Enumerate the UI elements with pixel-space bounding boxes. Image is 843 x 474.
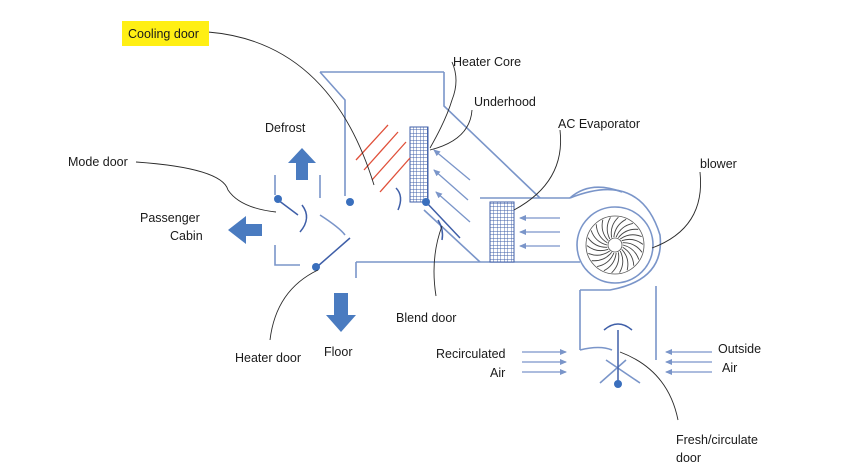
passenger-arrow (228, 216, 262, 244)
passenger-label-line2: Cabin (170, 229, 203, 243)
underhood-label: Underhood (474, 95, 536, 109)
fan-blade (591, 251, 613, 262)
doors (277, 187, 633, 384)
cooling-door-label: Cooling door (128, 27, 199, 41)
fan-blade (615, 223, 633, 238)
fan-blade (619, 234, 642, 240)
outside-label-line1: Outside (718, 342, 761, 356)
fan-blade (586, 245, 609, 252)
defrost-arrow (288, 148, 316, 180)
fan-blade (603, 252, 617, 272)
fresh-label-line2: door (676, 451, 701, 465)
floor-label: Floor (324, 345, 352, 359)
heater-door (317, 237, 351, 267)
mode-door-label: Mode door (68, 155, 128, 169)
fan-blade (621, 249, 629, 271)
fan-blade (611, 252, 620, 274)
mode-door (277, 199, 299, 216)
recirculated-label-line1: Recirculated (436, 347, 506, 361)
fan-blade (590, 230, 608, 246)
floor-arrow (326, 293, 356, 332)
blend-door-label: Blend door (396, 311, 456, 325)
fan-blade (610, 216, 619, 238)
leader-lines (135, 31, 702, 421)
cooling-door-highlight (122, 21, 209, 46)
heater-core (409, 126, 429, 203)
heater-core-label: Heater Core (453, 55, 521, 69)
defrost-label: Defrost (265, 121, 306, 135)
airflow-arrows (433, 149, 712, 375)
fan-blade (622, 242, 643, 253)
fan-blade (613, 218, 627, 238)
fan-blade (622, 246, 635, 266)
fan-blade (601, 219, 609, 241)
block-arrows (228, 148, 356, 332)
outside-label-line2: Air (722, 361, 737, 375)
fan-blade (588, 250, 611, 256)
fan-blade (619, 250, 624, 273)
recirculated-label-line2: Air (490, 366, 505, 380)
fan-blade (621, 238, 644, 245)
heater-door-label: Heater door (235, 351, 301, 365)
blend-door (425, 201, 461, 239)
fan-blade (606, 217, 611, 240)
blower-label: blower (700, 157, 737, 171)
heater-hot-lines (355, 124, 411, 193)
fan-blade (622, 244, 640, 260)
fresh-label-line1: Fresh/circulate (676, 433, 758, 447)
passenger-label-line1: Passenger (140, 211, 200, 225)
blower-wheel (576, 206, 654, 284)
cooling-door (395, 187, 402, 211)
fan-blade (587, 237, 608, 248)
fan-blade (597, 252, 615, 267)
pivots (274, 195, 622, 388)
duct-outline (274, 71, 662, 384)
fan-blade (617, 228, 639, 239)
ac-evaporator (489, 201, 515, 263)
ac-evaporator-label: AC Evaporator (558, 117, 640, 131)
fan-blade (595, 224, 608, 244)
